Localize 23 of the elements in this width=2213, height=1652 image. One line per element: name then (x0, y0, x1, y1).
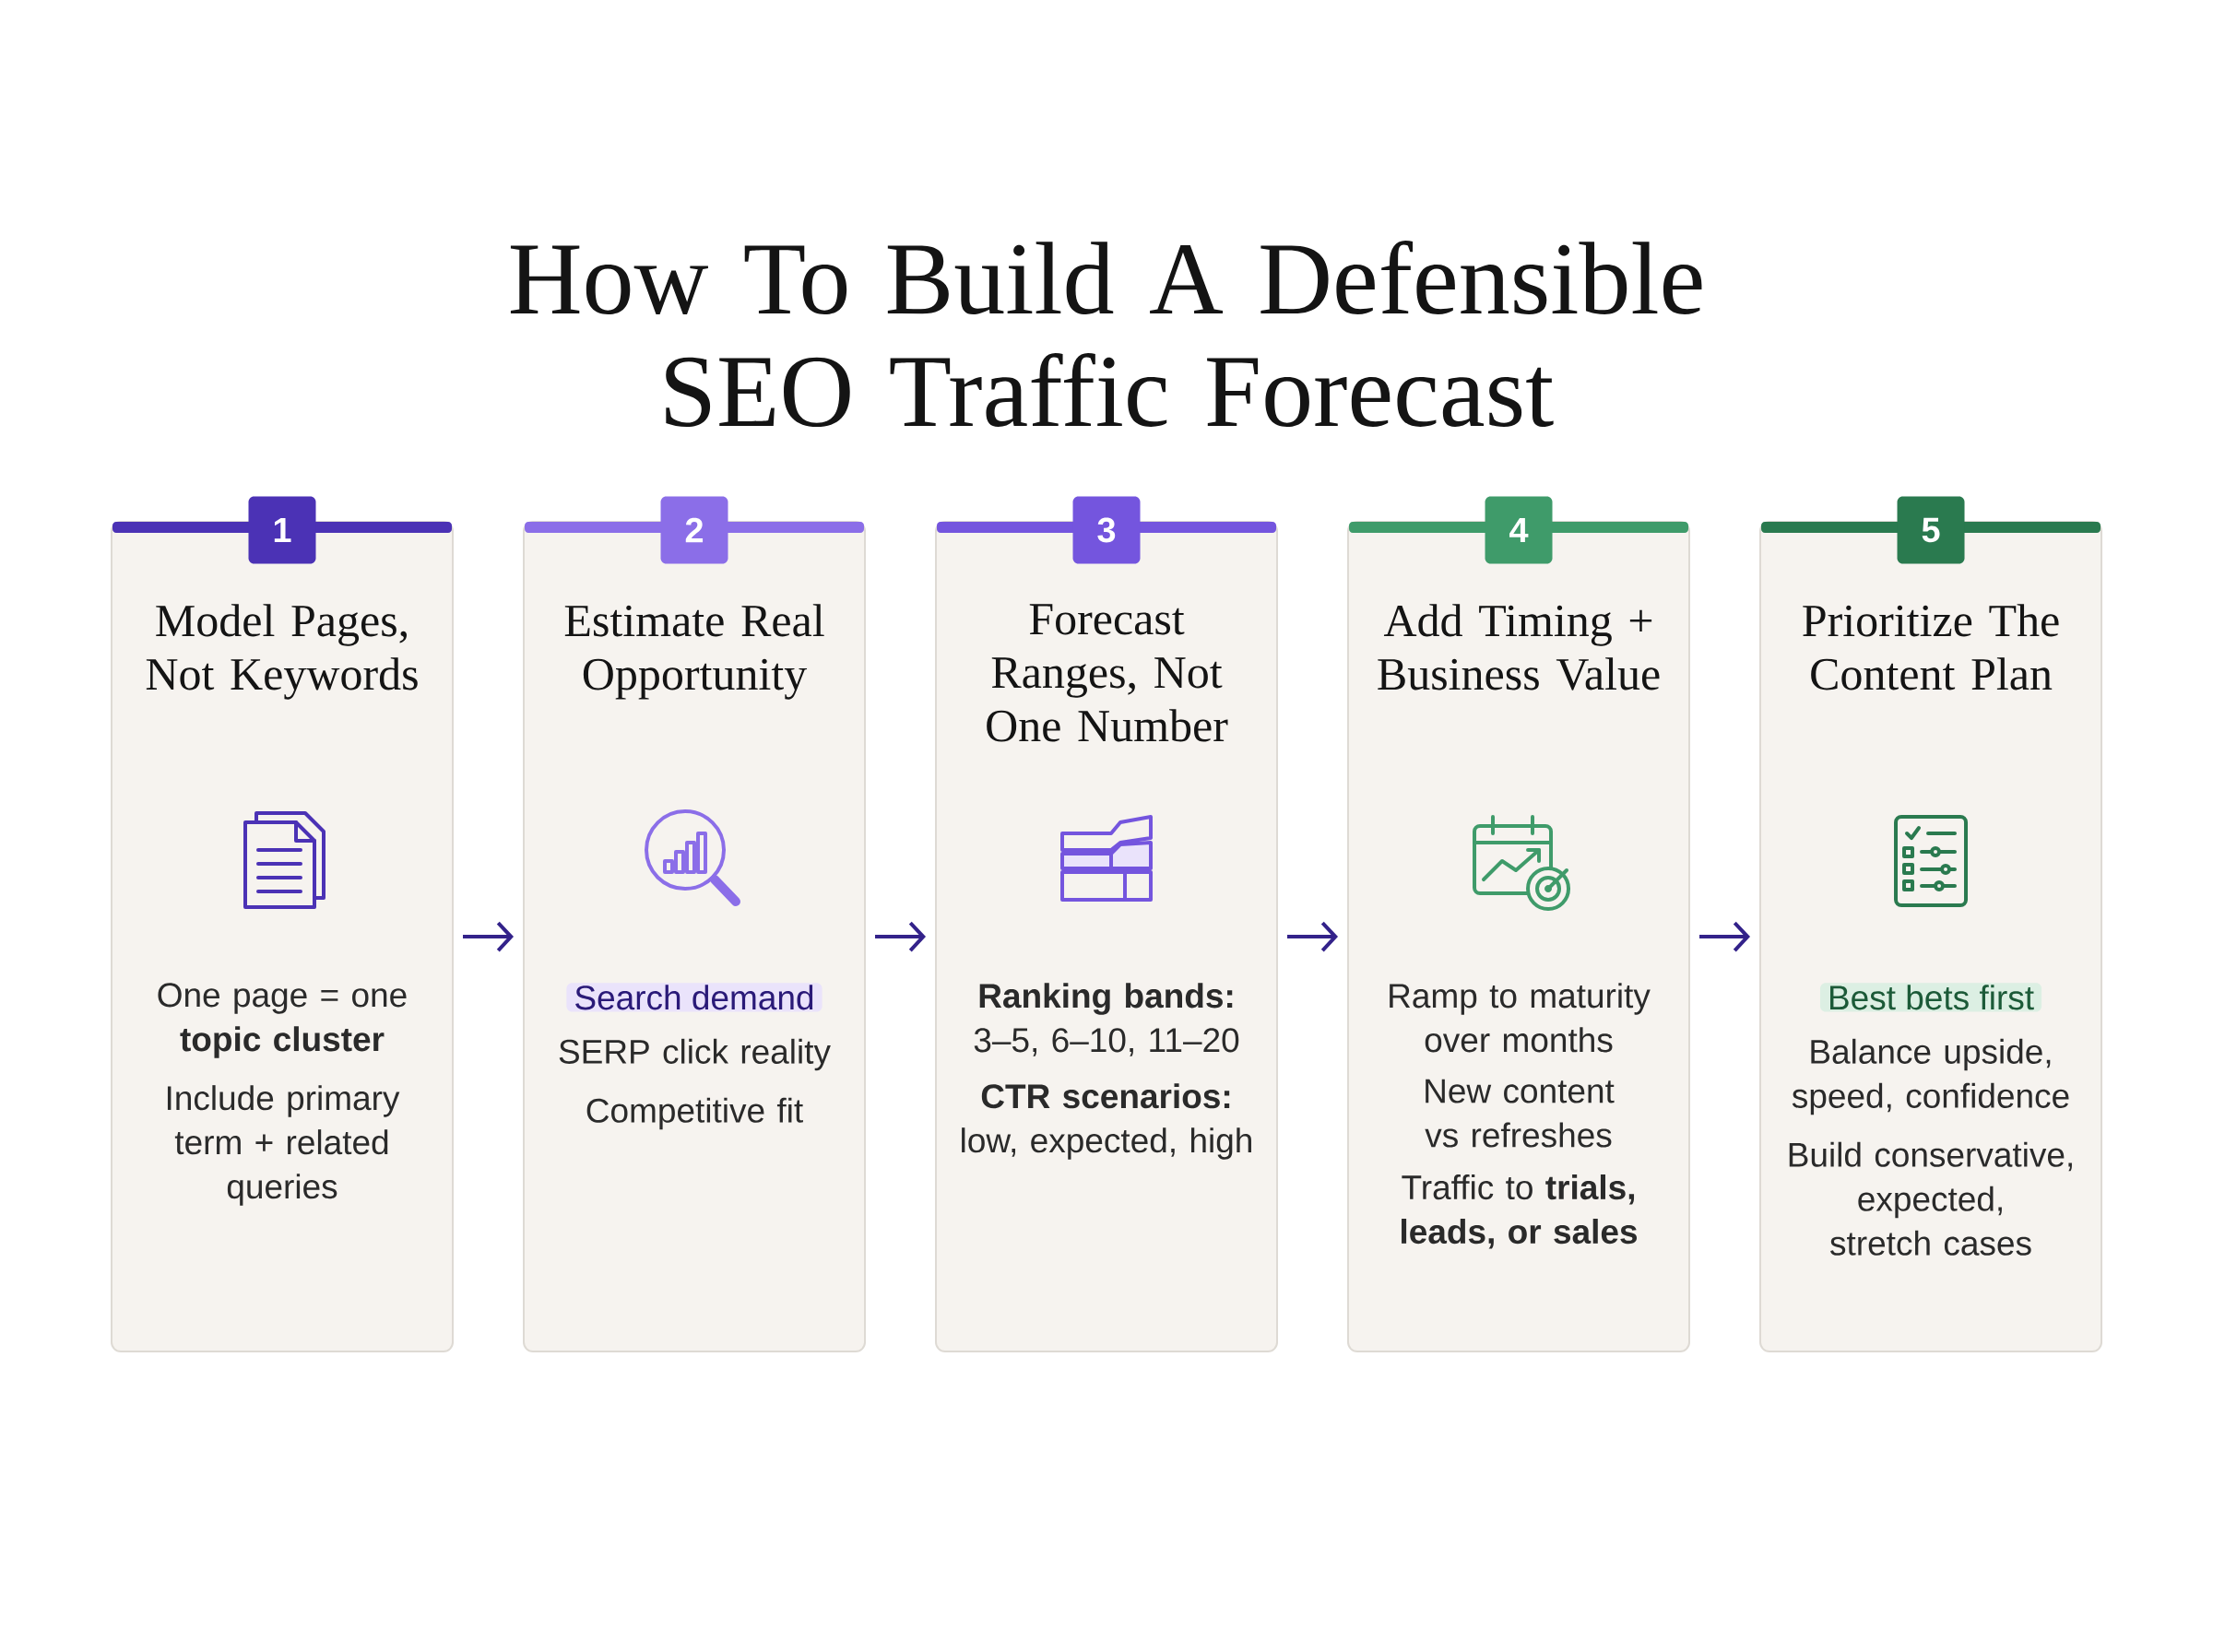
step-badge: 4 (1485, 496, 1553, 564)
step-badge: 2 (660, 496, 728, 564)
step-badge: 5 (1897, 496, 1965, 564)
card-text: Build conservative, expected, stretch cases (1789, 1141, 2072, 1256)
card-text: Include primary term + related queries (167, 1085, 400, 1206)
card-title: Forecast Ranges, Not One Number (987, 604, 1228, 742)
page-title: How To Build A Defensible SEO Traffic Forecast (510, 241, 1702, 427)
card-text: SERP click reality (559, 1038, 831, 1071)
card-text: Competitive fit (586, 1097, 803, 1130)
card-title: Model Pages, Not Keywords (146, 604, 418, 700)
card-text: Ranking bands: 3–5, 6–10, 11–20 (974, 983, 1239, 1056)
step-badge: 1 (248, 496, 316, 564)
card-text: CTR scenarios: low, expected, high (962, 1083, 1251, 1160)
card-text: Traffic to trials, leads, or sales (1402, 1174, 1638, 1249)
card-title: Prioritize The Content Plan (1803, 604, 2059, 690)
highlight-label: Best bets first (1819, 983, 2042, 1012)
card-title: Estimate Real Opportunity (564, 604, 824, 700)
card-text: Ramp to maturity over months (1390, 983, 1651, 1053)
highlight-label: Search demand (566, 983, 822, 1012)
card-title: Add Timing + Business Value (1378, 604, 1660, 690)
step-badge: 3 (1072, 496, 1141, 564)
card-text: One page = one topic cluster (158, 983, 407, 1058)
card-text: Balance upside, speed, confidence (1792, 1038, 2069, 1115)
